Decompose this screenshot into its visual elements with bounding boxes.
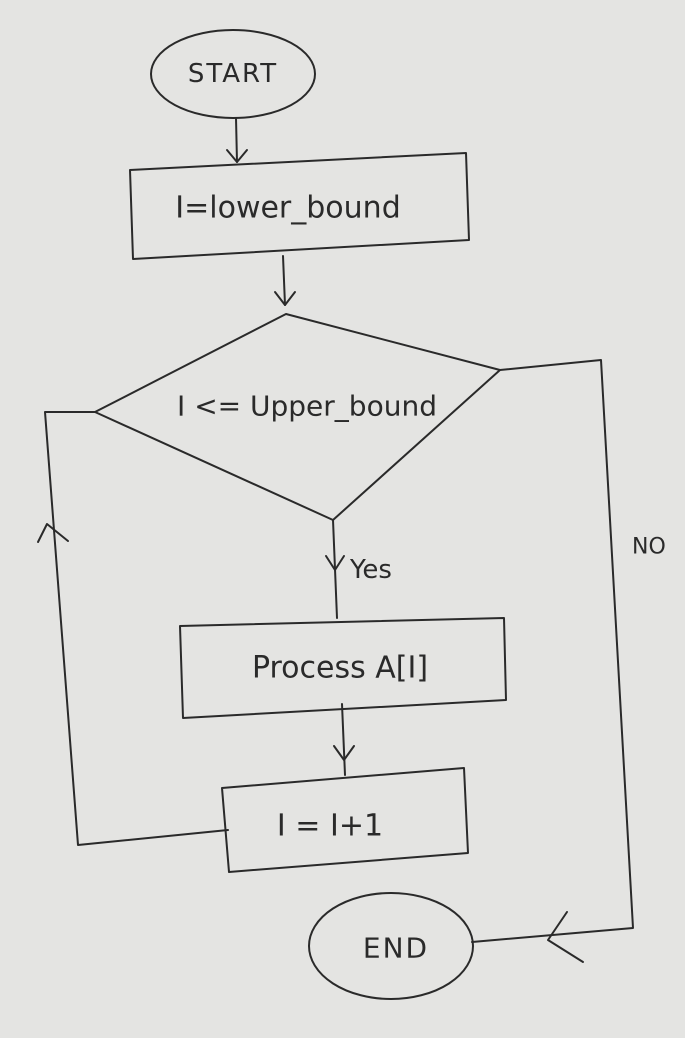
arrow-start-to-init (226, 117, 248, 163)
loop-back-arrow (37, 411, 229, 846)
arrow-process-to-increment (333, 703, 355, 776)
start-ellipse (150, 29, 316, 119)
end-node: END (308, 892, 474, 1000)
condition-label: I <= Upper_bound (177, 390, 437, 423)
increment-label: I = I+1 (277, 809, 383, 844)
increment-node: I = I+1 (221, 767, 469, 873)
increment-box (221, 767, 469, 873)
arrow-condition-to-process (325, 519, 345, 619)
arrow-init-to-condition (274, 255, 296, 306)
process-box (179, 617, 507, 719)
start-label: START (188, 59, 278, 89)
end-label: END (363, 932, 429, 965)
init-label: I=lower_bound (175, 191, 400, 226)
init-box (129, 152, 470, 260)
process-label: Process A[I] (252, 651, 428, 686)
start-node: START (150, 29, 316, 119)
arrow-condition-to-end (471, 359, 634, 963)
process-node: Process A[I] (179, 617, 507, 719)
end-ellipse (308, 892, 474, 1000)
yes-label: Yes (349, 555, 392, 585)
init-node: I=lower_bound (129, 152, 470, 260)
no-label: NO (632, 535, 666, 560)
